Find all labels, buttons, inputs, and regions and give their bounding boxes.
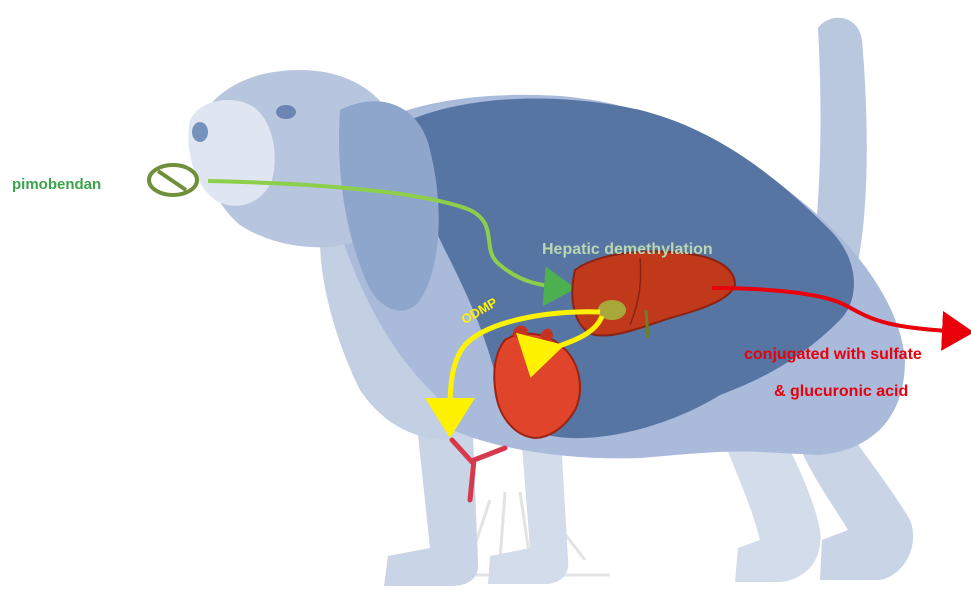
metabolism-label: Hepatic demethylation	[542, 241, 713, 259]
conjugation-label-line2: & glucuronic acid	[774, 383, 908, 401]
conjugation-label-line1: conjugated with sulfate	[744, 346, 922, 364]
drug-label: pimobendan	[12, 176, 101, 193]
dog-silhouette	[188, 18, 913, 586]
dog-eye	[276, 105, 296, 119]
pill-icon	[149, 165, 197, 195]
dog-nose	[192, 122, 208, 142]
dog-muzzle	[188, 100, 274, 206]
